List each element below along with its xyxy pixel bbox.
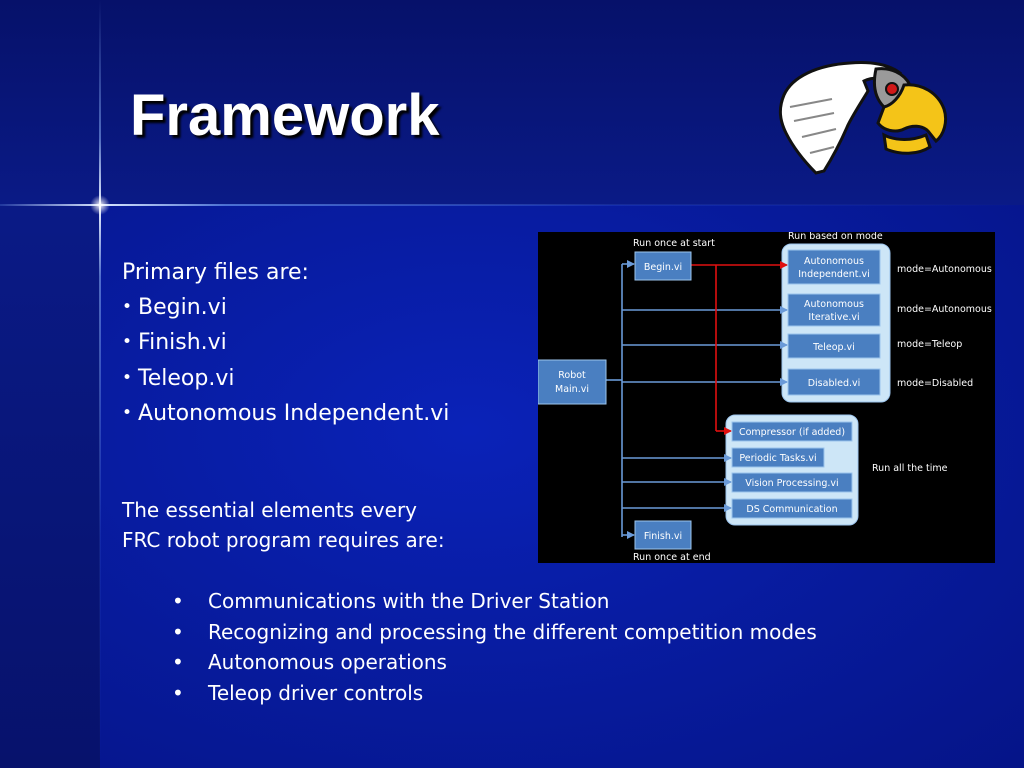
ds-comm-label: DS Communication	[746, 504, 837, 515]
horizontal-accent-line	[0, 204, 1024, 206]
list-item: • Teleop driver controls	[172, 678, 817, 709]
run-all-time-label: Run all the time	[872, 463, 948, 474]
mode-autonomous-label: mode=Autonomous	[897, 304, 992, 315]
auto-iter-line-1: Autonomous	[804, 299, 864, 310]
list-item-label: Autonomous operations	[208, 650, 447, 674]
list-item-label: Begin.vi	[138, 294, 227, 320]
list-item-label: Finish.vi	[138, 330, 227, 355]
list-item-label: Teleop.vi	[138, 365, 235, 391]
slide-title: Framework	[130, 83, 440, 148]
auto-indep-line-1: Autonomous	[804, 256, 864, 267]
framework-diagram: Run once at start Run based on mode Run …	[538, 232, 995, 563]
bullet: •	[122, 332, 133, 352]
bullet: •	[172, 589, 184, 613]
star-flare-icon	[90, 195, 110, 215]
vision-label: Vision Processing.vi	[745, 478, 838, 489]
always-group	[725, 414, 859, 526]
bullet: •	[172, 680, 184, 705]
list-item: •Autonomous Independent.vi	[122, 397, 449, 433]
essential-elements-text: The essential elements every FRC robot p…	[122, 495, 445, 555]
bullet: •	[122, 367, 133, 388]
essential-line-1: The essential elements every	[122, 498, 417, 522]
run-based-on-mode-label: Run based on mode	[788, 232, 883, 242]
periodic-label: Periodic Tasks.vi	[739, 453, 816, 464]
list-item-label: Autonomous Independent.vi	[138, 401, 450, 426]
list-item: •Finish.vi	[122, 326, 449, 362]
list-item: • Recognizing and processing the differen…	[172, 617, 817, 648]
run-once-start-label: Run once at start	[633, 238, 715, 249]
begin-label: Begin.vi	[644, 262, 682, 273]
essential-line-2: FRC robot program requires are:	[122, 528, 445, 552]
list-item-label: Communications with the Driver Station	[208, 589, 610, 613]
finish-label: Finish.vi	[644, 531, 682, 542]
auto-indep-line-2: Independent.vi	[798, 269, 870, 280]
left-margin-background	[0, 205, 100, 768]
mode-disabled-label: mode=Disabled	[897, 378, 973, 389]
bullet: •	[172, 619, 184, 644]
disabled-label: Disabled.vi	[808, 378, 861, 389]
list-item-label: Recognizing and processing the different…	[208, 619, 817, 644]
primary-files-list: Primary files are: •Begin.vi •Finish.vi …	[122, 256, 449, 433]
vision-processing-box	[731, 472, 853, 493]
robot-main-line-2: Main.vi	[555, 384, 589, 395]
periodic-tasks-box	[731, 447, 825, 468]
vertical-accent-line	[99, 0, 101, 768]
mode-teleop-label: mode=Teleop	[897, 339, 962, 350]
requirements-list: •Communications with the Driver Station …	[172, 586, 817, 708]
finish-box	[634, 520, 692, 550]
list-item: •Teleop.vi	[122, 362, 449, 398]
bullet: •	[122, 296, 133, 317]
begin-box	[634, 251, 692, 281]
robot-main-line-1: Robot	[558, 370, 586, 381]
eagle-head-icon	[778, 61, 948, 175]
bullet: •	[172, 650, 184, 674]
mode-autonomous-label: mode=Autonomous	[897, 264, 992, 275]
autonomous-independent-box	[787, 249, 881, 285]
run-once-end-label: Run once at end	[633, 552, 711, 563]
disabled-box	[787, 368, 881, 396]
auto-iter-line-2: Iterative.vi	[808, 312, 859, 323]
list-item: • Autonomous operations	[172, 647, 817, 678]
primary-files-intro: Primary files are:	[122, 260, 309, 285]
compressor-label: Compressor (if added)	[739, 427, 845, 438]
autonomous-iterative-box	[787, 293, 881, 327]
list-item: •Begin.vi	[122, 291, 449, 327]
ds-communication-box	[731, 498, 853, 519]
list-item-label: Teleop driver controls	[208, 680, 424, 705]
list-item: • Communications with the Driver Station	[172, 586, 817, 617]
robot-main-box	[538, 359, 607, 405]
bullet: •	[122, 403, 133, 423]
teleop-box	[787, 333, 881, 359]
compressor-box	[731, 421, 853, 442]
teleop-label: Teleop.vi	[812, 342, 855, 353]
